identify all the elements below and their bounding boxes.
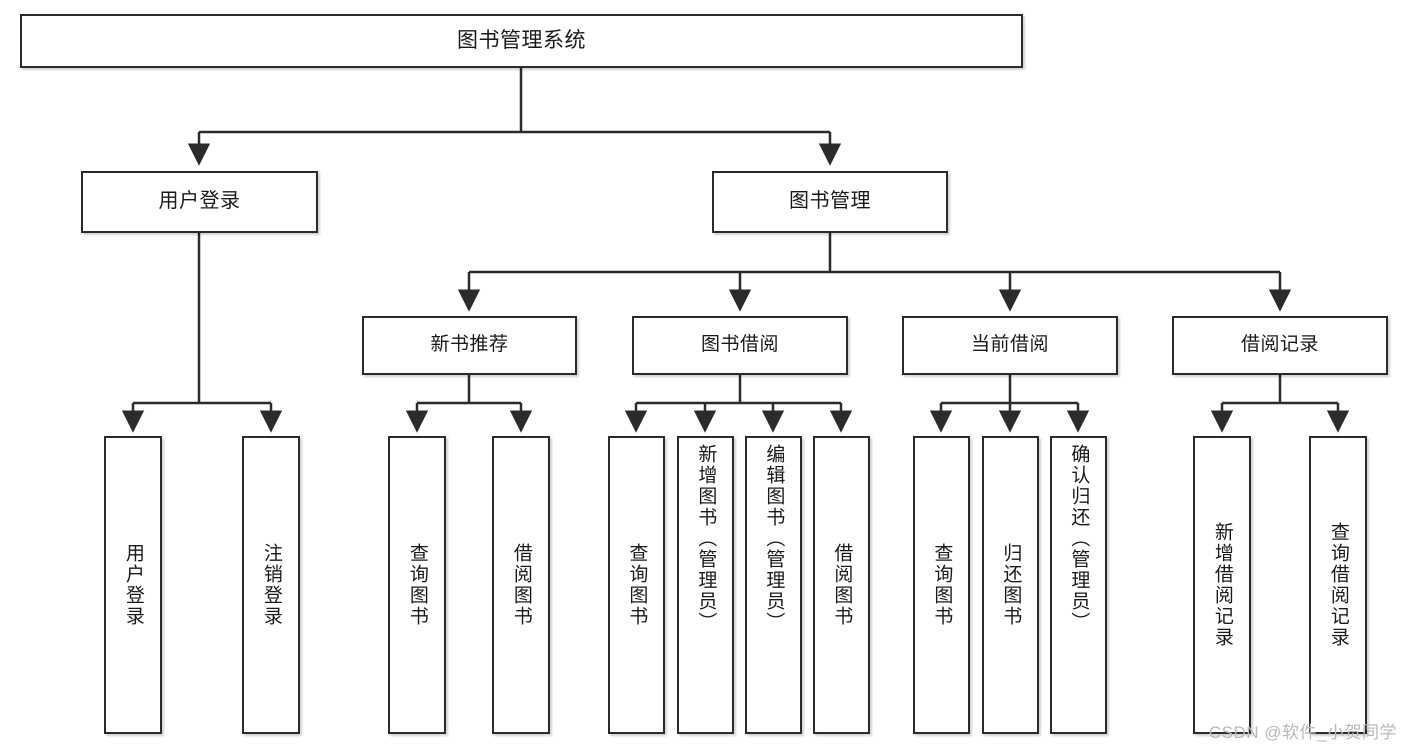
leaf-book-borrow-borrow[interactable]: 借阅图书 <box>813 436 870 734</box>
node-current-borrow[interactable]: 当前借阅 <box>902 316 1118 375</box>
node-label: 查询借阅记录 <box>1327 522 1349 648</box>
node-label: 归还图书 <box>1000 543 1022 627</box>
node-label: 用户登录 <box>158 190 241 213</box>
node-new-book-recommend[interactable]: 新书推荐 <box>362 316 577 375</box>
leaf-current-borrow-confirm-return[interactable]: 确认归还（管理员） <box>1050 436 1107 734</box>
leaf-new-book-search[interactable]: 查询图书 <box>388 436 446 734</box>
node-label: 新书推荐 <box>430 334 509 356</box>
node-label: 查询图书 <box>931 543 953 627</box>
node-label: 借阅记录 <box>1240 334 1319 356</box>
node-label: 新增借阅记录 <box>1211 522 1233 648</box>
node-borrow-record[interactable]: 借阅记录 <box>1172 316 1388 375</box>
node-label: 查询图书 <box>626 543 648 627</box>
leaf-book-borrow-add[interactable]: 新增图书（管理员） <box>677 436 734 734</box>
node-label: 借阅图书 <box>831 543 853 627</box>
leaf-borrow-record-add[interactable]: 新增借阅记录 <box>1193 436 1251 734</box>
node-label: 查询图书 <box>406 543 428 627</box>
node-label: 当前借阅 <box>970 334 1049 356</box>
leaf-borrow-record-search[interactable]: 查询借阅记录 <box>1309 436 1367 734</box>
leaf-current-borrow-search[interactable]: 查询图书 <box>913 436 970 734</box>
node-label: 注销登录 <box>260 543 282 627</box>
leaf-user-login-logout[interactable]: 注销登录 <box>242 436 300 734</box>
node-label: 确认归还（管理员） <box>1068 444 1090 633</box>
leaf-book-borrow-search[interactable]: 查询图书 <box>608 436 665 734</box>
node-root-system[interactable]: 图书管理系统 <box>20 14 1023 68</box>
node-label: 图书借阅 <box>700 334 779 356</box>
node-book-management[interactable]: 图书管理 <box>712 171 948 233</box>
leaf-user-login-login[interactable]: 用户登录 <box>104 436 162 734</box>
node-label: 新增图书（管理员） <box>695 444 717 633</box>
leaf-current-borrow-return[interactable]: 归还图书 <box>982 436 1039 734</box>
node-label: 借阅图书 <box>510 543 532 627</box>
node-label: 用户登录 <box>122 543 144 627</box>
node-label: 编辑图书（管理员） <box>763 444 785 633</box>
node-user-login[interactable]: 用户登录 <box>81 171 318 233</box>
node-label: 图书管理 <box>789 190 871 213</box>
node-label: 图书管理系统 <box>457 28 586 52</box>
leaf-new-book-borrow[interactable]: 借阅图书 <box>492 436 550 734</box>
watermark-text: CSDN @软件_小贺同学 <box>1208 723 1397 742</box>
node-book-borrow[interactable]: 图书借阅 <box>632 316 848 375</box>
leaf-book-borrow-edit[interactable]: 编辑图书（管理员） <box>745 436 802 734</box>
